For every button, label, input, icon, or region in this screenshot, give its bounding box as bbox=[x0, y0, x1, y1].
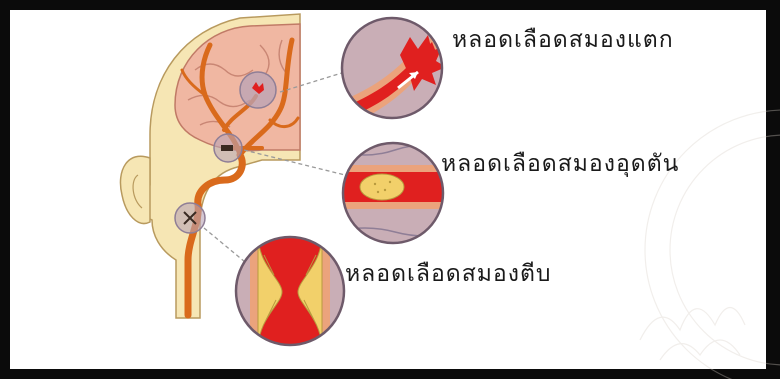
label-narrowing: หลอดเลือดสมองตีบ bbox=[345, 256, 552, 292]
zoom-rupture bbox=[330, 18, 446, 130]
zoom-narrowing bbox=[236, 230, 344, 355]
ear-icon bbox=[120, 156, 150, 223]
target-blockage bbox=[214, 134, 242, 162]
label-blockage: หลอดเลือดสมองอุดตัน bbox=[441, 146, 679, 182]
target-narrowing bbox=[175, 203, 205, 233]
label-rupture: หลอดเลือดสมองแตก bbox=[452, 22, 674, 58]
zoom-blockage bbox=[335, 143, 455, 243]
target-rupture bbox=[240, 72, 276, 108]
